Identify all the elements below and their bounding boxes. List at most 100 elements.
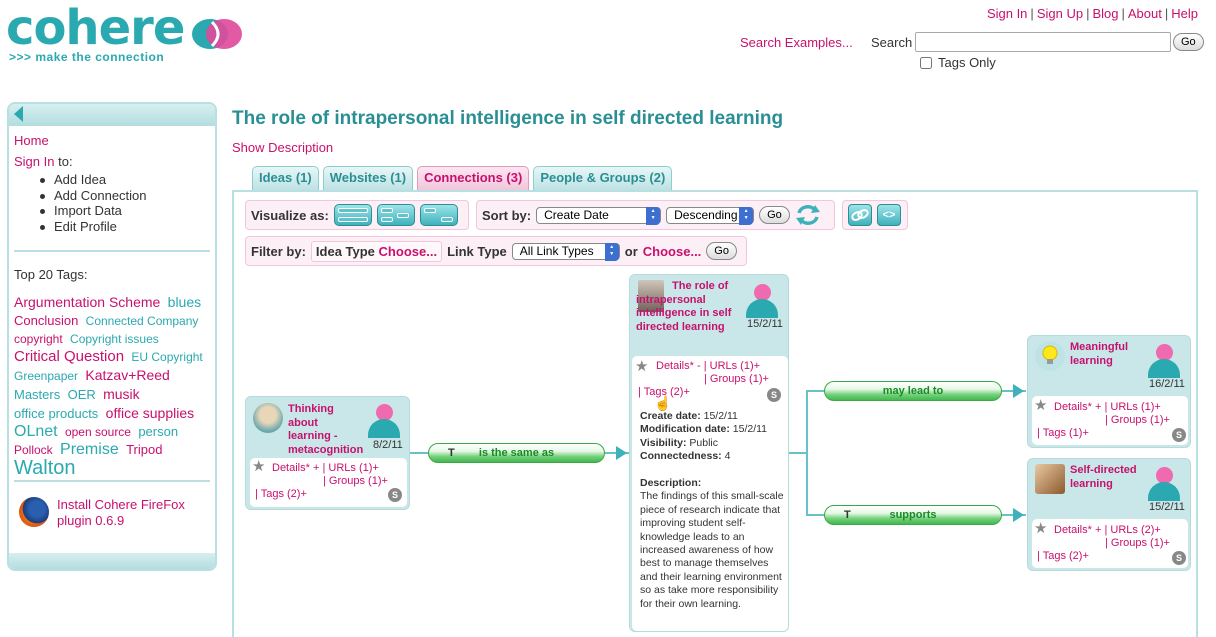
tags-only-option[interactable]: Tags Only (920, 55, 996, 70)
tag-link[interactable]: OLnet (14, 423, 58, 440)
sidebar-home-link[interactable]: Home (14, 133, 49, 148)
network-view-button[interactable] (376, 204, 415, 226)
idea-title[interactable]: Self-directed learning (1070, 464, 1137, 490)
tab-ideas[interactable]: Ideas (1) (252, 166, 319, 190)
tag-link[interactable]: Pollock (14, 443, 53, 457)
tag-link[interactable]: Premise (60, 441, 119, 458)
embed-code-icon[interactable]: <> (877, 204, 901, 226)
tag-link[interactable]: Tripod (126, 442, 163, 457)
cohere-logo[interactable]: cohere >>> make the connection (6, 0, 246, 68)
collapse-arrow-icon[interactable] (14, 106, 23, 122)
details-link[interactable]: Details (1054, 401, 1088, 413)
blog-link[interactable]: Blog (1092, 6, 1119, 21)
urls-link[interactable]: URLs (1)+ (1110, 401, 1161, 413)
person-icon[interactable] (1148, 467, 1180, 501)
sidebar-item-import-data[interactable]: Import Data (37, 203, 147, 219)
groups-link[interactable]: Groups (1)+ (1110, 414, 1170, 426)
search-go-button[interactable]: Go (1173, 33, 1204, 51)
groups-link[interactable]: Groups (1)+ (1110, 537, 1170, 549)
tags-only-checkbox[interactable] (920, 56, 932, 69)
link-type-choose-link[interactable]: Choose... (642, 243, 702, 259)
tag-link[interactable]: open source (64, 425, 131, 439)
star-icon[interactable]: ★ (252, 458, 266, 475)
s-icon[interactable]: S (388, 488, 402, 502)
refresh-icon[interactable] (795, 204, 821, 226)
tag-link[interactable]: Conclusion (14, 313, 79, 328)
urls-link[interactable]: URLs (2)+ (1110, 524, 1161, 536)
show-description-link[interactable]: Show Description (232, 140, 334, 155)
tag-link[interactable]: Masters (14, 387, 61, 402)
link-supports[interactable]: T supports (824, 505, 1002, 525)
s-icon[interactable]: S (1172, 551, 1186, 565)
sidebar-sign-in-link[interactable]: Sign In (14, 154, 55, 169)
tags-row: | Tags (2)+ (638, 386, 690, 398)
s-icon[interactable]: S (767, 388, 781, 402)
person-icon[interactable] (746, 284, 778, 318)
star-icon[interactable]: ★ (1034, 397, 1048, 414)
tab-people-groups[interactable]: People & Groups (2) (533, 166, 673, 190)
tags-link[interactable]: Tags (2)+ (260, 488, 307, 500)
about-link[interactable]: About (1127, 6, 1162, 21)
tag-link[interactable]: office supplies (105, 405, 195, 421)
idea-title[interactable]: Thinking about learning - metacognition (288, 403, 364, 456)
firefox-plugin[interactable]: Install Cohere FireFox plugin 0.6.9 (19, 497, 209, 529)
star-icon[interactable]: ★ (1034, 520, 1048, 537)
urls-link[interactable]: URLs (1)+ (709, 360, 761, 372)
tag-link[interactable]: person (138, 424, 179, 439)
link-icon[interactable] (848, 204, 872, 226)
tab-websites[interactable]: Websites (1) (322, 166, 414, 190)
details-link[interactable]: Details (272, 462, 306, 474)
tag-link[interactable]: Argumentation Scheme (14, 294, 161, 310)
filter-go-button[interactable]: Go (706, 242, 737, 260)
s-icon[interactable]: S (1172, 428, 1186, 442)
link-may-lead-to[interactable]: may lead to (824, 381, 1002, 401)
sort-go-button[interactable]: Go (759, 206, 790, 224)
star-icon[interactable]: ★ (635, 358, 649, 375)
details-link[interactable]: Details (1054, 524, 1088, 536)
details-link[interactable]: Details (656, 360, 690, 372)
person-icon[interactable] (1148, 344, 1180, 378)
sort-field-select[interactable]: Create Date (536, 206, 662, 225)
urls-link[interactable]: URLs (1)+ (328, 462, 379, 474)
sidebar-item-edit-profile[interactable]: Edit Profile (37, 219, 147, 235)
link-is-the-same-as[interactable]: T is the same as (428, 443, 605, 463)
sort-order-select[interactable]: Descending (666, 206, 755, 225)
tags-link[interactable]: Tags (2)+ (1042, 550, 1089, 562)
person-icon[interactable] (368, 404, 400, 438)
tag-link[interactable]: Critical Question (14, 348, 125, 365)
tag-link[interactable]: Greenpaper (14, 369, 79, 383)
sign-up-link[interactable]: Sign Up (1036, 6, 1084, 21)
tag-link[interactable]: OER (67, 387, 96, 402)
tag-link[interactable]: office products (14, 406, 99, 421)
sidebar-item-add-idea[interactable]: Add Idea (37, 172, 147, 188)
search-examples-link[interactable]: Search Examples... (740, 35, 853, 50)
idea-type-choose-link[interactable]: Choose... (378, 243, 438, 259)
tree-view-button[interactable] (419, 204, 458, 226)
tag-link[interactable]: Walton (14, 457, 76, 479)
tag-link[interactable]: Connected Company (85, 314, 199, 328)
help-link[interactable]: Help (1171, 6, 1198, 21)
idea-title[interactable]: The role of intrapersonal intelligence i… (636, 280, 732, 333)
tab-connections[interactable]: Connections (3) (417, 166, 530, 190)
tag-link[interactable]: Copyright issues (70, 332, 159, 346)
link-type-select[interactable]: All Link Types (511, 242, 620, 261)
list-view-button[interactable] (333, 204, 372, 226)
idea-title[interactable]: Meaningful learning (1070, 341, 1129, 367)
filter-label: Filter by: (251, 243, 306, 259)
tags-link[interactable]: Tags (2)+ (643, 386, 690, 398)
details-plus[interactable]: + (1094, 401, 1102, 413)
tag-link[interactable]: copyright (14, 332, 63, 346)
tag-link[interactable]: blues (167, 294, 202, 310)
tag-link[interactable]: musik (103, 386, 140, 402)
firefox-plugin-link[interactable]: Install Cohere FireFox plugin 0.6.9 (57, 497, 185, 528)
sidebar-item-add-connection[interactable]: Add Connection (37, 188, 147, 204)
tag-link[interactable]: Katzav+Reed (85, 367, 170, 383)
groups-link[interactable]: Groups (1)+ (709, 373, 769, 385)
details-plus[interactable]: + (312, 462, 320, 474)
groups-link[interactable]: Groups (1)+ (328, 475, 388, 487)
tags-link[interactable]: Tags (1)+ (1042, 427, 1089, 439)
details-plus[interactable]: + (1094, 524, 1102, 536)
tag-link[interactable]: EU Copyright (131, 350, 203, 364)
search-input[interactable] (915, 32, 1171, 52)
sign-in-link[interactable]: Sign In (986, 6, 1028, 21)
